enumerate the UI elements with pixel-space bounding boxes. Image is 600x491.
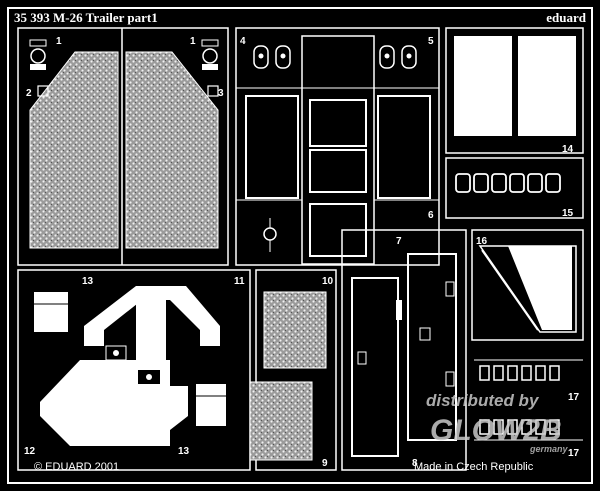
part-number: 10	[322, 276, 334, 287]
hook-parts-5	[379, 45, 417, 69]
tread-frame	[255, 269, 337, 471]
right-mid-frame	[445, 157, 584, 219]
copyright-text: © EDUARD 2001	[34, 461, 119, 473]
notch-2	[357, 351, 367, 365]
frame-part-11-block	[136, 300, 166, 364]
part-number: 9	[322, 458, 328, 469]
notch-5	[445, 371, 455, 387]
long-panel-7-right	[407, 253, 457, 441]
part-number: 1	[190, 36, 196, 47]
part-number: 4	[240, 36, 246, 47]
clip-parts-17-top	[479, 365, 560, 381]
side-panel-left	[245, 95, 299, 199]
part-number: 7	[396, 236, 402, 247]
long-panel-8-left	[351, 277, 399, 457]
part-number: 12	[24, 446, 36, 457]
brand-logo-text: eduard	[546, 10, 587, 25]
part-number: 14	[562, 144, 574, 155]
triangle-fill	[508, 246, 572, 330]
notch-4	[445, 281, 455, 297]
checker-plate-right	[125, 51, 219, 249]
inner-panel-2	[309, 149, 367, 193]
part-number: 3	[218, 88, 224, 99]
lamp-part-right	[201, 39, 219, 70]
loop-parts-15	[455, 173, 561, 193]
part-number: 16	[476, 236, 488, 247]
part-number: 6	[428, 210, 434, 221]
plate-14-right	[518, 36, 576, 136]
plate-14-left	[454, 36, 512, 136]
part-number: 2	[26, 88, 32, 99]
triangle-diagonal	[481, 249, 539, 331]
clip-parts-17-bottom	[479, 419, 560, 435]
right-top-frame	[445, 27, 584, 154]
part-number: 5	[428, 36, 434, 47]
left-panel-frame	[17, 27, 229, 266]
part-number: 17	[568, 392, 580, 403]
hook-parts-4	[253, 45, 291, 69]
hole-2	[146, 374, 152, 380]
tread-plate-9	[249, 381, 313, 461]
inner-panel-1	[309, 99, 367, 147]
lamp-part-left	[29, 39, 47, 70]
part-number: 15	[562, 208, 574, 219]
lower-left-frame	[17, 269, 251, 471]
box-part-13-top	[34, 292, 68, 332]
origin-text: Made in Czech Republic	[414, 461, 534, 473]
part-number: 13	[178, 446, 190, 457]
ring-part-1	[263, 218, 277, 252]
big-panel-frame	[301, 35, 375, 265]
bracket-part-2	[37, 85, 49, 97]
watermark-line2: germany	[529, 444, 569, 454]
long-panel-frame	[341, 229, 467, 471]
checker-plate-left	[29, 51, 119, 249]
notch-1	[396, 300, 402, 320]
watermark-line1: distributed by	[426, 391, 540, 410]
hole-1	[113, 350, 119, 356]
notch-3	[419, 327, 431, 341]
part-number: 1	[56, 36, 62, 47]
watermark-logo: GLOW2B	[430, 414, 562, 447]
part-number: 17	[568, 448, 580, 459]
part-number: 8	[412, 458, 418, 469]
side-panel-right	[377, 95, 431, 199]
fret-outer-frame	[7, 7, 593, 484]
tread-plate-10	[263, 291, 327, 369]
frame-part-11	[84, 286, 220, 346]
triangle-frame	[471, 229, 584, 341]
part-number: 13	[82, 276, 94, 287]
part-number: 11	[234, 276, 245, 287]
box-part-13-bottom	[196, 384, 226, 426]
sheet-title: 35 393 M-26 Trailer part1	[14, 10, 158, 25]
middle-panel-frame	[235, 27, 440, 266]
bracket-part-3	[207, 85, 219, 97]
